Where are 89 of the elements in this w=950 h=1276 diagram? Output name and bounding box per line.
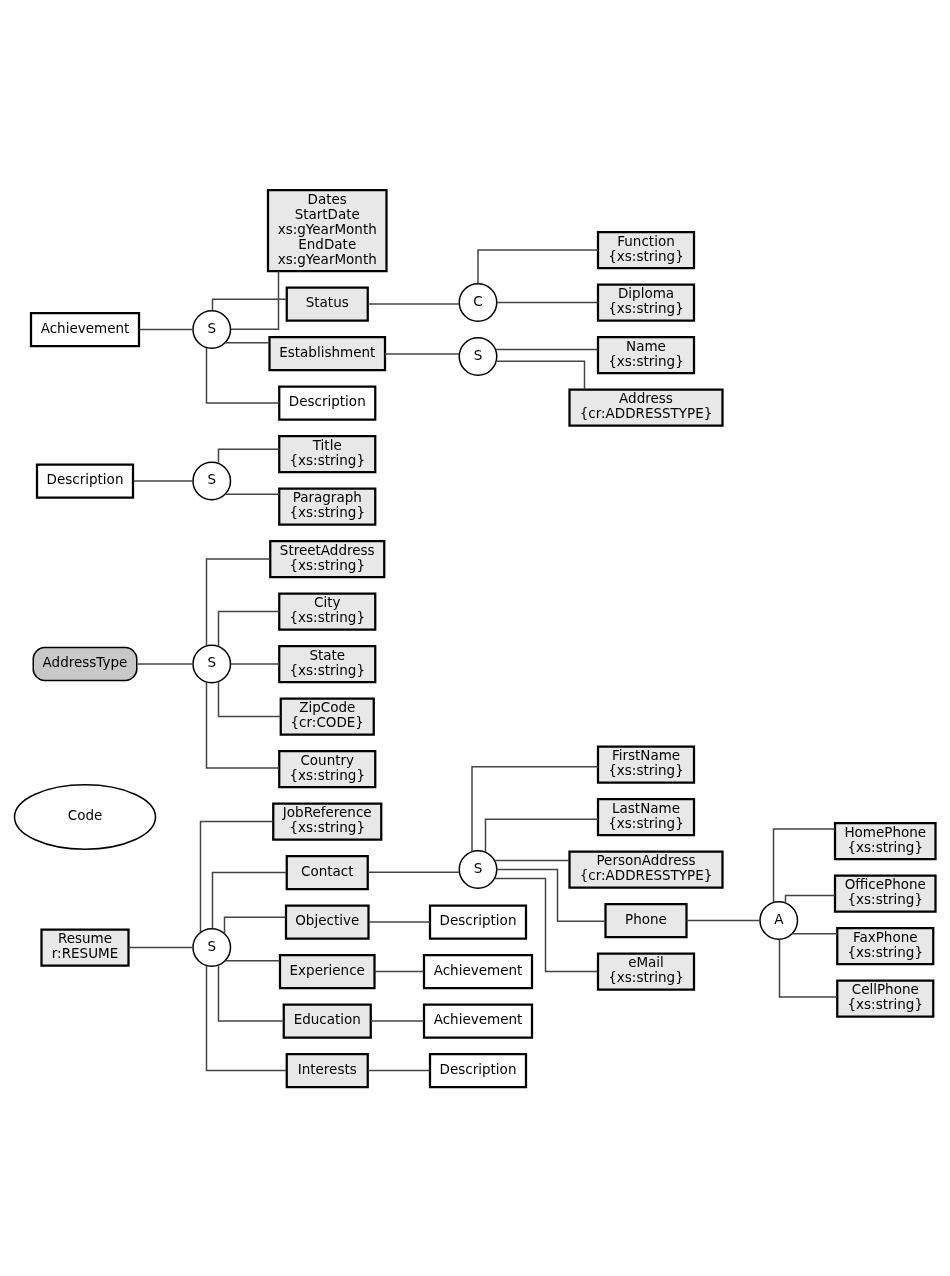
connector [224, 341, 270, 343]
connector [217, 964, 285, 1022]
node-box: FaxPhone {xs:string} [836, 926, 935, 965]
node-circle: S [192, 461, 232, 500]
node-box: Education [282, 1002, 372, 1039]
connector [494, 877, 599, 972]
node-box: Description [428, 1052, 528, 1088]
connector [223, 915, 287, 934]
connector [205, 557, 271, 646]
connector [784, 894, 836, 903]
connector [199, 820, 274, 933]
node-box: Establishment [268, 335, 387, 371]
connector [496, 868, 607, 922]
node-box: Name {xs:string} [596, 335, 696, 374]
connector [224, 959, 281, 961]
connector [136, 662, 194, 665]
node-box: Description [35, 462, 135, 499]
connector [224, 492, 280, 495]
node-box: eMail {xs:string} [596, 951, 696, 991]
connector [471, 765, 599, 852]
connector [477, 248, 599, 284]
connector [205, 964, 288, 1071]
node-box: StreetAddress {xs:string} [269, 539, 386, 578]
node-circle: S [458, 336, 498, 376]
connector [217, 610, 280, 647]
connector [367, 870, 460, 873]
node-box: Achievement [422, 1002, 534, 1039]
connector [496, 301, 599, 303]
node-box: City {xs:string} [278, 591, 377, 631]
node-circle: C [458, 282, 498, 322]
node-circle: S [192, 309, 232, 349]
connector [217, 447, 280, 464]
node-box: LastName {xs:string} [596, 797, 696, 836]
node-box: Experience [278, 953, 376, 989]
node-box: CellPhone {xs:string} [836, 978, 935, 1018]
connector [367, 1069, 431, 1071]
node-box: Function {xs:string} [596, 230, 696, 269]
node-circle: A [759, 900, 799, 940]
node-box: Description [278, 384, 377, 421]
node-circle: S [458, 849, 498, 889]
connector [370, 1019, 425, 1022]
node-box: Achievement [422, 953, 534, 989]
node-box: Description [428, 903, 528, 940]
node-box: Address {cr:ADDRESSTYPE} [568, 387, 724, 427]
connector [778, 938, 838, 998]
connector [493, 859, 570, 861]
node-box: Dates StartDate xs:gYearMonth EndDate xs:gYearMonth [266, 188, 388, 272]
connector [384, 352, 460, 355]
node-circle: S [192, 644, 232, 683]
node-box: Resume r:RESUME [40, 927, 130, 967]
node-box: Objective [284, 903, 370, 940]
node-box: Achievement [29, 311, 141, 347]
connector [132, 479, 194, 482]
node-box: AddressType [32, 646, 138, 681]
connector [217, 680, 282, 717]
connector [205, 346, 280, 404]
node-box: HomePhone {xs:string} [833, 821, 937, 860]
connector [791, 932, 838, 934]
connector [495, 348, 599, 350]
node-ellipse: Code [13, 783, 157, 850]
connector [484, 818, 599, 853]
connector [685, 919, 761, 921]
node-box: JobReference {xs:string} [272, 801, 383, 841]
node-box: Country {xs:string} [278, 749, 377, 788]
node-circle: S [192, 927, 232, 967]
connector [373, 970, 425, 972]
connector [495, 360, 586, 390]
connector [211, 871, 288, 929]
connector [230, 662, 280, 665]
node-box: ZipCode {cr:CODE} [279, 696, 375, 736]
node-box: Diploma {xs:string} [596, 282, 696, 322]
node-box: Phone [604, 902, 688, 938]
node-box: Interests [285, 1052, 369, 1088]
node-box: OfficePhone {xs:string} [833, 873, 937, 913]
connector [772, 827, 836, 903]
node-box: FirstName {xs:string} [596, 744, 696, 784]
node-box: Title {xs:string} [278, 434, 377, 473]
node-box: Status [285, 285, 369, 322]
connector [127, 946, 194, 948]
node-box: Paragraph {xs:string} [278, 486, 377, 526]
connector [205, 680, 280, 769]
node-box: State {xs:string} [278, 644, 377, 683]
node-box: PersonAddress {cr:ADDRESSTYPE} [568, 849, 724, 889]
connector [229, 269, 280, 330]
node-box: Contact [285, 854, 369, 890]
connector [368, 920, 431, 923]
connector [367, 302, 460, 305]
connector [138, 328, 194, 330]
connector [211, 297, 288, 311]
